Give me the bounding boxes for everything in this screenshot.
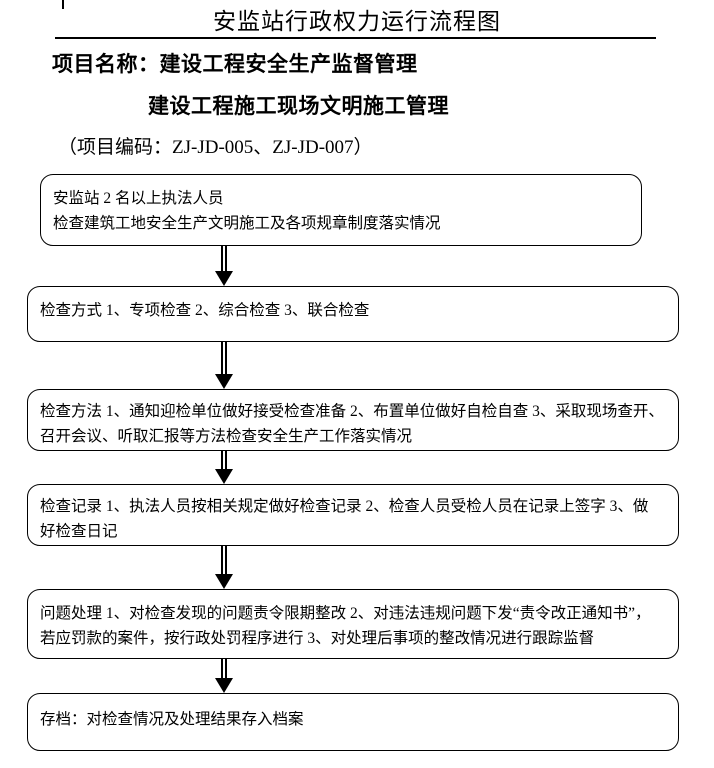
- flow-step-problem-handling: 问题处理 1、对检查发现的问题责令限期整改 2、对违法违规问题下发“责令改正通知…: [27, 589, 679, 659]
- project-code: （项目编码：ZJ-JD-005、ZJ-JD-007）: [58, 137, 373, 158]
- flow-step-text-line: 检查建筑工地安全生产文明施工及各项规章制度落实情况: [53, 215, 441, 232]
- flow-step-inspection-procedures: 检查方法 1、通知迎检单位做好接受检查准备 2、布置单位做好自检自查 3、采取现…: [27, 389, 679, 451]
- project-name-line-1: 项目名称：建设工程安全生产监督管理: [52, 52, 418, 76]
- arrow-shaft-left: [221, 246, 223, 271]
- flow-step-inspection-records: 检查记录 1、执法人员按相关规定做好检查记录 2、检查人员受检人员在记录上签字 …: [27, 484, 679, 546]
- arrow-shaft-left: [221, 342, 223, 374]
- title-divider-rule: [55, 37, 656, 39]
- arrow-head: [215, 469, 233, 484]
- down-arrow-icon: [215, 546, 233, 589]
- arrow-shaft-right: [225, 546, 227, 574]
- arrow-shaft-right: [225, 659, 227, 678]
- flow-step-personnel: 安监站 2 名以上执法人员 检查建筑工地安全生产文明施工及各项规章制度落实情况: [40, 174, 642, 246]
- flow-step-inspection-methods: 检查方式 1、专项检查 2、综合检查 3、联合检查: [27, 286, 679, 342]
- arrow-shaft-right: [225, 451, 227, 469]
- flow-step-text-line: 问题处理 1、对检查发现的问题责令限期整改 2、对违法违规问题下发“责令改正通知…: [40, 605, 651, 622]
- arrow-shaft-right: [225, 246, 227, 271]
- flow-step-text-line: 存档：对检查情况及处理结果存入档案: [40, 711, 304, 728]
- down-arrow-icon: [215, 342, 233, 389]
- down-arrow-icon: [215, 451, 233, 484]
- flow-step-text-line: 检查方法 1、通知迎检单位做好接受检查准备 2、布置单位做好自检自查 3、采取现…: [40, 403, 664, 420]
- down-arrow-icon: [215, 659, 233, 693]
- arrow-shaft-left: [221, 546, 223, 574]
- top-margin-tick: [62, 0, 64, 9]
- arrow-head: [215, 678, 233, 693]
- flow-step-text-line: 安监站 2 名以上执法人员: [53, 190, 224, 207]
- flow-step-archiving: 存档：对检查情况及处理结果存入档案: [27, 693, 679, 751]
- arrow-shaft-left: [221, 659, 223, 678]
- down-arrow-icon: [215, 246, 233, 286]
- arrow-head: [215, 374, 233, 389]
- arrow-shaft-right: [225, 342, 227, 374]
- arrow-head: [215, 271, 233, 286]
- flow-step-text-line: 若应罚款的案件，按行政处罚程序进行 3、对处理后事项的整改情况进行跟踪监督: [40, 630, 595, 647]
- arrow-shaft-left: [221, 451, 223, 469]
- project-name-line-2: 建设工程施工现场文明施工管理: [148, 94, 449, 118]
- page-title: 安监站行政权力运行流程图: [213, 9, 501, 34]
- flow-step-text-line: 检查方式 1、专项检查 2、综合检查 3、联合检查: [40, 302, 370, 319]
- flow-step-text-line: 检查记录 1、执法人员按相关规定做好检查记录 2、检查人员受检人员在记录上签字 …: [40, 498, 649, 515]
- arrow-head: [215, 574, 233, 589]
- flow-step-text-line: 好检查日记: [40, 523, 118, 540]
- flow-step-text-line: 召开会议、听取汇报等方法检查安全生产工作落实情况: [40, 428, 413, 445]
